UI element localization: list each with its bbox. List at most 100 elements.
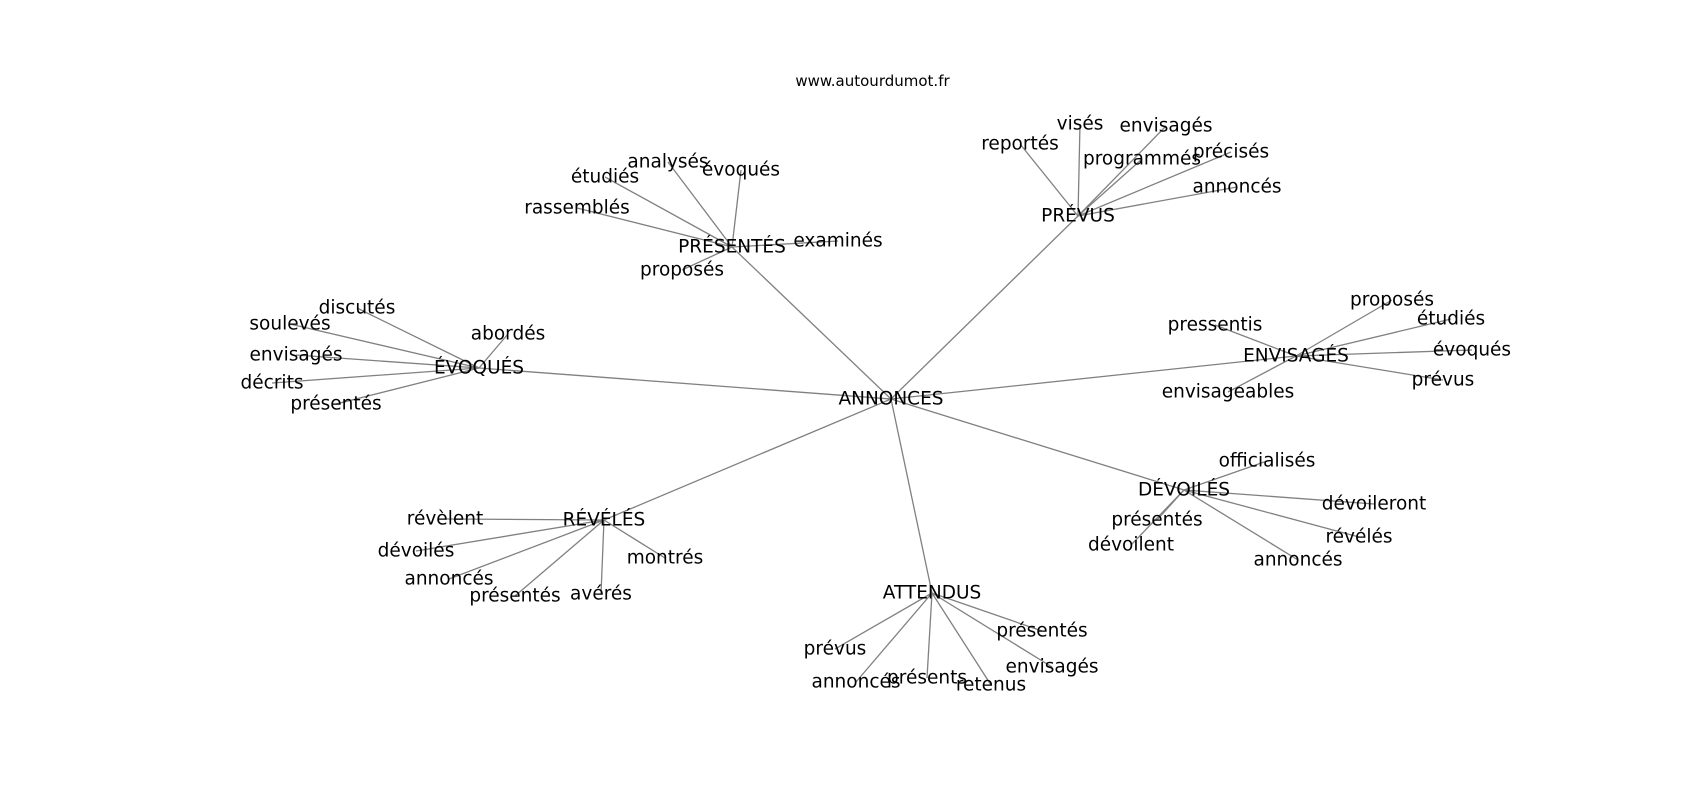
leaf-word: présentés [290, 394, 381, 415]
leaf-word: montrés [627, 548, 704, 569]
edge-cluster-to-leaf [1295, 355, 1444, 381]
edge-cluster-to-leaf [931, 592, 1053, 668]
leaf-word: avérés [570, 584, 632, 605]
leaf-word: rassemblés [524, 198, 630, 219]
leaf-word: prévus [1412, 370, 1475, 391]
leaf-word: abordés [471, 324, 545, 345]
edge-center-to-cluster [478, 367, 892, 400]
leaf-word: dévoilés [378, 541, 455, 562]
leaf-word: dévoilent [1088, 535, 1174, 556]
cluster-word: ÉVOQUÉS [434, 357, 524, 379]
edge-cluster-to-leaf [1077, 158, 1143, 217]
edge-cluster-to-leaf [667, 161, 733, 248]
edge-cluster-to-leaf [834, 592, 933, 650]
edge-cluster-to-leaf [1019, 143, 1079, 217]
leaf-word: proposés [640, 260, 724, 281]
edge-cluster-to-leaf [1077, 125, 1167, 217]
leaf-word: présentés [1111, 510, 1202, 531]
edge-cluster-to-leaf [1130, 489, 1185, 546]
cluster-word: ATTENDUS [883, 583, 982, 604]
cluster-word: ENVISAGÉS [1243, 345, 1349, 367]
leaf-word: étudiés [1417, 309, 1485, 330]
leaf-word: présentés [469, 586, 560, 607]
edge-center-to-cluster [890, 398, 933, 594]
edge-cluster-to-leaf [1227, 355, 1297, 393]
leaf-word: soulevés [249, 314, 330, 335]
leaf-word: annoncés [404, 569, 493, 590]
edge-center-to-cluster [890, 215, 1079, 400]
leaf-word: envisagés [1120, 116, 1213, 137]
edge-cluster-to-leaf [271, 367, 480, 384]
leaf-word: annoncés [1253, 550, 1342, 571]
leaf-word: envisagés [250, 345, 343, 366]
cluster-word: PRÉVUS [1041, 205, 1115, 227]
leaf-word: discutés [319, 298, 396, 319]
leaf-word: annoncés [1192, 177, 1281, 198]
edge-cluster-to-leaf [926, 592, 933, 679]
cluster-word: PRÉSENTÉS [678, 236, 786, 258]
edge-cluster-to-leaf [1183, 489, 1375, 505]
leaf-word: évoqués [702, 160, 780, 181]
edge-cluster-to-leaf [603, 519, 666, 559]
leaf-word: présentés [996, 621, 1087, 642]
edge-layer [271, 123, 1473, 686]
edge-center-to-cluster [731, 246, 892, 400]
edge-cluster-to-leaf [514, 519, 605, 597]
edge-center-to-cluster [890, 398, 1185, 491]
leaf-word: examinés [793, 231, 882, 252]
leaf-word: programmés [1083, 149, 1201, 170]
leaf-word: étudiés [571, 167, 639, 188]
edge-cluster-to-leaf [1183, 489, 1360, 538]
leaf-word: prévus [804, 639, 867, 660]
edge-cluster-to-leaf [295, 354, 480, 369]
edge-cluster-to-leaf [600, 519, 605, 595]
edge-cluster-to-leaf [681, 246, 733, 271]
edge-cluster-to-leaf [1295, 299, 1393, 357]
leaf-word: révélés [1325, 527, 1392, 548]
edge-cluster-to-leaf [444, 518, 605, 521]
edge-cluster-to-leaf [478, 333, 509, 369]
cluster-word: DÉVOILÉS [1138, 479, 1230, 501]
leaf-word: précisés [1193, 142, 1269, 163]
leaf-word: évoqués [1433, 340, 1511, 361]
edge-cluster-to-leaf [855, 592, 933, 683]
edge-cluster-to-leaf [289, 323, 480, 369]
edge-cluster-to-leaf [1077, 151, 1232, 217]
leaf-word: envisageables [1162, 382, 1295, 403]
edge-cluster-to-leaf [1183, 489, 1299, 561]
cluster-word: RÉVÉLÉS [563, 509, 646, 531]
site-watermark: www.autourdumot.fr [795, 72, 950, 90]
leaf-word: retenus [956, 675, 1026, 696]
edge-cluster-to-leaf [1214, 324, 1297, 357]
edge-cluster-to-leaf [931, 592, 992, 686]
edge-cluster-to-leaf [731, 169, 742, 248]
edge-cluster-to-leaf [1077, 123, 1081, 217]
edge-cluster-to-leaf [604, 176, 733, 248]
edge-cluster-to-leaf [731, 240, 839, 248]
edge-cluster-to-leaf [415, 519, 605, 552]
edge-cluster-to-leaf [576, 207, 733, 248]
edge-cluster-to-leaf [931, 592, 1043, 632]
leaf-word: reportés [981, 134, 1059, 155]
leaf-word: révèlent [407, 509, 483, 530]
edge-cluster-to-leaf [448, 519, 605, 580]
leaf-word: annoncés [811, 672, 900, 693]
edge-center-to-cluster [890, 355, 1297, 400]
leaf-word: analysés [627, 152, 708, 173]
edge-cluster-to-leaf [1295, 349, 1473, 357]
leaf-word: envisagés [1006, 657, 1099, 678]
edge-cluster-to-leaf [1295, 318, 1452, 357]
leaf-word: pressentis [1168, 315, 1263, 336]
center-word: ANNONCES [838, 389, 943, 410]
edge-cluster-to-leaf [1183, 460, 1268, 491]
leaf-word: officialisés [1219, 451, 1316, 472]
leaf-word: proposés [1350, 290, 1434, 311]
edge-cluster-to-leaf [356, 307, 480, 369]
edge-center-to-cluster [603, 398, 892, 521]
edge-cluster-to-leaf [335, 367, 480, 405]
leaf-word: dévoileront [1322, 494, 1427, 515]
leaf-word: présents [887, 668, 967, 689]
edge-cluster-to-leaf [1077, 186, 1238, 217]
